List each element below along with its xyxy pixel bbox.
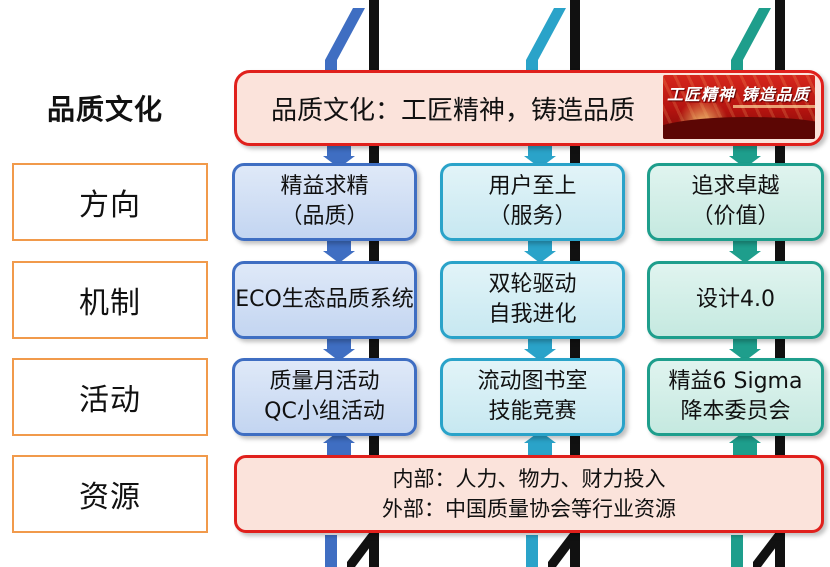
card-line: 自我进化 xyxy=(488,302,577,327)
label-activity: 活动 xyxy=(12,358,208,436)
pillar-down-stem-3-2 xyxy=(733,241,757,251)
pillar-down-arrow-2-1 xyxy=(524,156,556,168)
card-mechanism-3: 设计4.0 xyxy=(647,261,824,339)
pillar-down-stem-1-1 xyxy=(327,146,351,156)
card-line: （价值） xyxy=(691,204,780,229)
card-line: 双轮驱动 xyxy=(488,272,577,297)
pillar-down-stem-3-3 xyxy=(733,339,757,349)
card-activity-1: 质量月活动 QC小组活动 xyxy=(232,358,417,436)
pillar-band-top-1 xyxy=(325,8,365,60)
card-line: 流动图书室 xyxy=(477,369,588,394)
card-activity-2: 流动图书室 技能竞赛 xyxy=(440,358,625,436)
pillar-down-stem-3-1 xyxy=(733,146,757,156)
card-direction-3: 追求卓越 （价值） xyxy=(647,163,824,241)
pillar-band-top-stem-1 xyxy=(325,60,337,70)
pillar-down-arrow-2-2 xyxy=(524,251,556,263)
label-mechanism: 机制 xyxy=(12,261,208,339)
pillar-band-top-stem-2 xyxy=(526,60,538,70)
pillar-up-stem-1 xyxy=(327,443,351,455)
card-line: 质量月活动 xyxy=(269,369,380,394)
pillar-band-top-2 xyxy=(526,8,566,60)
pillar-down-arrow-3-1 xyxy=(729,156,761,168)
pillar-down-stem-2-3 xyxy=(528,339,552,349)
card-line: ECO生态品质系统 xyxy=(235,287,414,312)
label-culture: 品质文化 xyxy=(46,93,163,126)
card-line: 用户至上 xyxy=(488,174,577,199)
pillar-band-top-stem-3 xyxy=(731,60,743,70)
pillar-band-top-3 xyxy=(731,8,771,60)
card-line: （品质） xyxy=(280,204,369,229)
card-direction-1: 精益求精 （品质） xyxy=(232,163,417,241)
label-resource: 资源 xyxy=(12,455,208,533)
pillar-down-arrow-2-3 xyxy=(524,349,556,361)
culture-bar: 品质文化：工匠精神，铸造品质 工匠精神 铸造品质 xyxy=(234,70,824,146)
craftsman-banner-image: 工匠精神 铸造品质 xyxy=(663,75,815,139)
pillar-down-stem-2-1 xyxy=(528,146,552,156)
pillar-up-stem-2 xyxy=(528,443,552,455)
resource-line-external: 外部：中国质量协会等行业资源 xyxy=(382,497,676,521)
card-line: 精益6 Sigma xyxy=(668,369,803,394)
banner-text: 工匠精神 铸造品质 xyxy=(667,85,810,104)
card-line: 追求卓越 xyxy=(691,174,780,199)
pillar-down-stem-2-2 xyxy=(528,241,552,251)
card-line: 精益求精 xyxy=(280,174,369,199)
pillar-band-bottom-2 xyxy=(526,535,538,567)
pillar-down-arrow-1-3 xyxy=(323,349,355,361)
resource-bar: 内部：人力、物力、财力投入 外部：中国质量协会等行业资源 xyxy=(234,455,824,533)
pillar-down-arrow-1-2 xyxy=(323,251,355,263)
pillar-up-stem-3 xyxy=(733,443,757,455)
card-line: QC小组活动 xyxy=(264,399,385,424)
pillar-band-bottom-1 xyxy=(325,535,337,567)
card-direction-2: 用户至上 （服务） xyxy=(440,163,625,241)
pillar-down-stem-1-2 xyxy=(327,241,351,251)
pillar-up-arrow-3 xyxy=(729,431,761,443)
card-line: 设计4.0 xyxy=(696,287,775,312)
pillar-band-bottom-3 xyxy=(731,535,743,567)
card-mechanism-1: ECO生态品质系统 xyxy=(232,261,417,339)
card-line: （服务） xyxy=(488,204,577,229)
card-line: 降本委员会 xyxy=(680,399,791,424)
label-direction: 方向 xyxy=(12,163,208,241)
pillar-down-arrow-3-2 xyxy=(729,251,761,263)
pillar-up-arrow-1 xyxy=(323,431,355,443)
pillar-up-arrow-2 xyxy=(524,431,556,443)
pillar-down-stem-1-3 xyxy=(327,339,351,349)
card-mechanism-2: 双轮驱动 自我进化 xyxy=(440,261,625,339)
card-activity-3: 精益6 Sigma 降本委员会 xyxy=(647,358,824,436)
pillar-down-arrow-1-1 xyxy=(323,156,355,168)
pillar-down-arrow-3-3 xyxy=(729,349,761,361)
resource-line-internal: 内部：人力、物力、财力投入 xyxy=(392,467,666,491)
culture-bar-text: 品质文化：工匠精神，铸造品质 xyxy=(271,95,636,126)
card-line: 技能竞赛 xyxy=(488,399,577,424)
